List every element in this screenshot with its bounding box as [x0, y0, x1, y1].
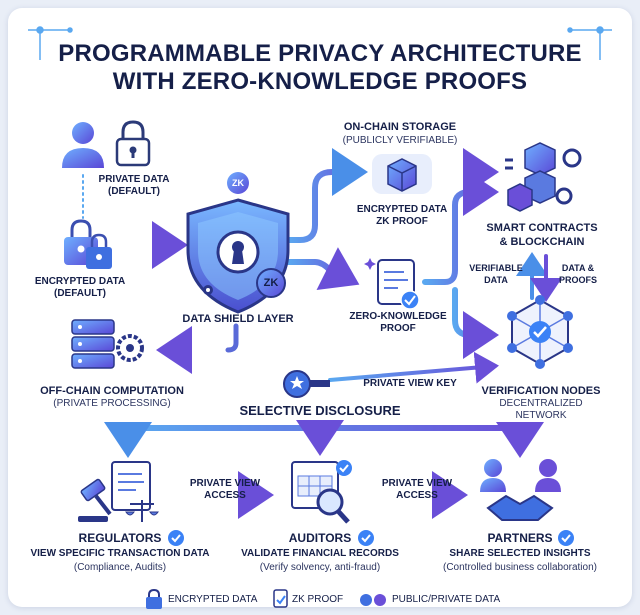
- offchain-label: OFF-CHAIN COMPUTATION (PRIVATE PROCESSIN…: [40, 385, 184, 409]
- legend-encrypted-data: ENCRYPTED DATA: [168, 594, 258, 605]
- arrow-key-to-nodes: [328, 351, 499, 384]
- regulators-check-icon: [168, 530, 184, 546]
- auditors-name: AUDITORS: [288, 531, 352, 545]
- page-title-line1: PROGRAMMABLE PRIVACY ARCHITECTURE: [58, 40, 582, 67]
- regulators-note: (Compliance, Audits): [73, 562, 167, 573]
- zk-badge-shield-text: ZK: [263, 277, 279, 289]
- regulators-name: REGULATORS: [78, 531, 162, 545]
- legend-public-private-data: PUBLIC/PRIVATE DATA: [392, 594, 501, 605]
- legend-dual-dot-icon: [360, 594, 386, 606]
- partners-note: (Controlled business collaboration): [443, 562, 597, 573]
- auditors-check-icon: [358, 530, 374, 546]
- auditors-desc: VALIDATE FINANCIAL RECORDS: [241, 548, 399, 559]
- partners-handshake-icon: [480, 459, 561, 521]
- arrow-shield-to-zkproof: [285, 247, 360, 291]
- server-icon: [71, 319, 144, 369]
- regulators-gavel-icon: [78, 461, 159, 522]
- onchain-storage-label: ON-CHAIN STORAGE (PUBLICLY VERIFIABLE): [342, 121, 458, 146]
- arrow-shield-to-onchain: [285, 148, 368, 243]
- partners-name: PARTNERS: [487, 531, 553, 545]
- legend: ENCRYPTED DATA ZK PROOF PUBLIC/PRIVATE D…: [0, 588, 640, 614]
- selective-disclosure-label: SELECTIVE DISCLOSURE: [239, 403, 401, 418]
- zk-badge-small: [227, 172, 249, 194]
- padlock-icon: [115, 120, 151, 167]
- disclosure-bar: [125, 425, 523, 451]
- data-proofs-label: DATA &PROOFS: [558, 263, 597, 285]
- data-shield-label: DATA SHIELD LAYER: [182, 313, 294, 325]
- corner-decoration-left: [28, 26, 73, 60]
- blockchain-cubes-icon: [505, 142, 582, 212]
- verification-nodes-label: VERIFICATION NODES DECENTRALIZED NETWORK: [481, 385, 601, 421]
- corner-decoration-right: [567, 26, 612, 60]
- shield-to-offchain-bracket: [225, 323, 239, 353]
- auditors-note: (Verify solvency, anti-fraud): [259, 562, 381, 573]
- auditors-block: AUDITORS VALIDATE FINANCIAL RECORDS (Ver…: [220, 532, 420, 574]
- private-data-label: PRIVATE DATA(DEFAULT): [98, 174, 170, 197]
- partners-check-icon: [558, 530, 574, 546]
- shield-icon: [186, 198, 290, 314]
- partners-desc: SHARE SELECTED INSIGHTS: [449, 548, 591, 559]
- regulators-desc: VIEW SPECIFIC TRANSACTION DATA: [30, 548, 210, 559]
- regulators-block: REGULATORS VIEW SPECIFIC TRANSACTION DAT…: [20, 532, 220, 574]
- zk-badge-small-text: ZK: [232, 178, 244, 188]
- partners-block: PARTNERS SHARE SELECTED INSIGHTS (Contro…: [420, 532, 620, 574]
- auditors-magnifier-icon: [291, 460, 352, 524]
- legend-zk-proof: ZK PROOF: [292, 594, 344, 605]
- smart-contracts-label: SMART CONTRACTS& BLOCKCHAIN: [486, 222, 598, 248]
- user-icon: [62, 122, 104, 168]
- arrow-zkproof-to-nodes: [452, 287, 499, 359]
- legend-lock-icon: [146, 588, 162, 609]
- verification-network-icon: [507, 295, 573, 369]
- page-title-line2: WITH ZERO-KNOWLEDGE PROOFS: [112, 68, 528, 95]
- onchain-storage-icon: [372, 154, 432, 194]
- encrypted-data-label: ENCRYPTED DATA(DEFAULT): [34, 276, 126, 299]
- key-icon: [283, 370, 330, 398]
- private-view-key-label: PRIVATE VIEW KEY: [363, 378, 457, 389]
- legend-zk-proof-icon: [273, 589, 288, 608]
- encrypted-locks-icon: [64, 219, 112, 269]
- zk-proof-document-icon: [364, 258, 420, 310]
